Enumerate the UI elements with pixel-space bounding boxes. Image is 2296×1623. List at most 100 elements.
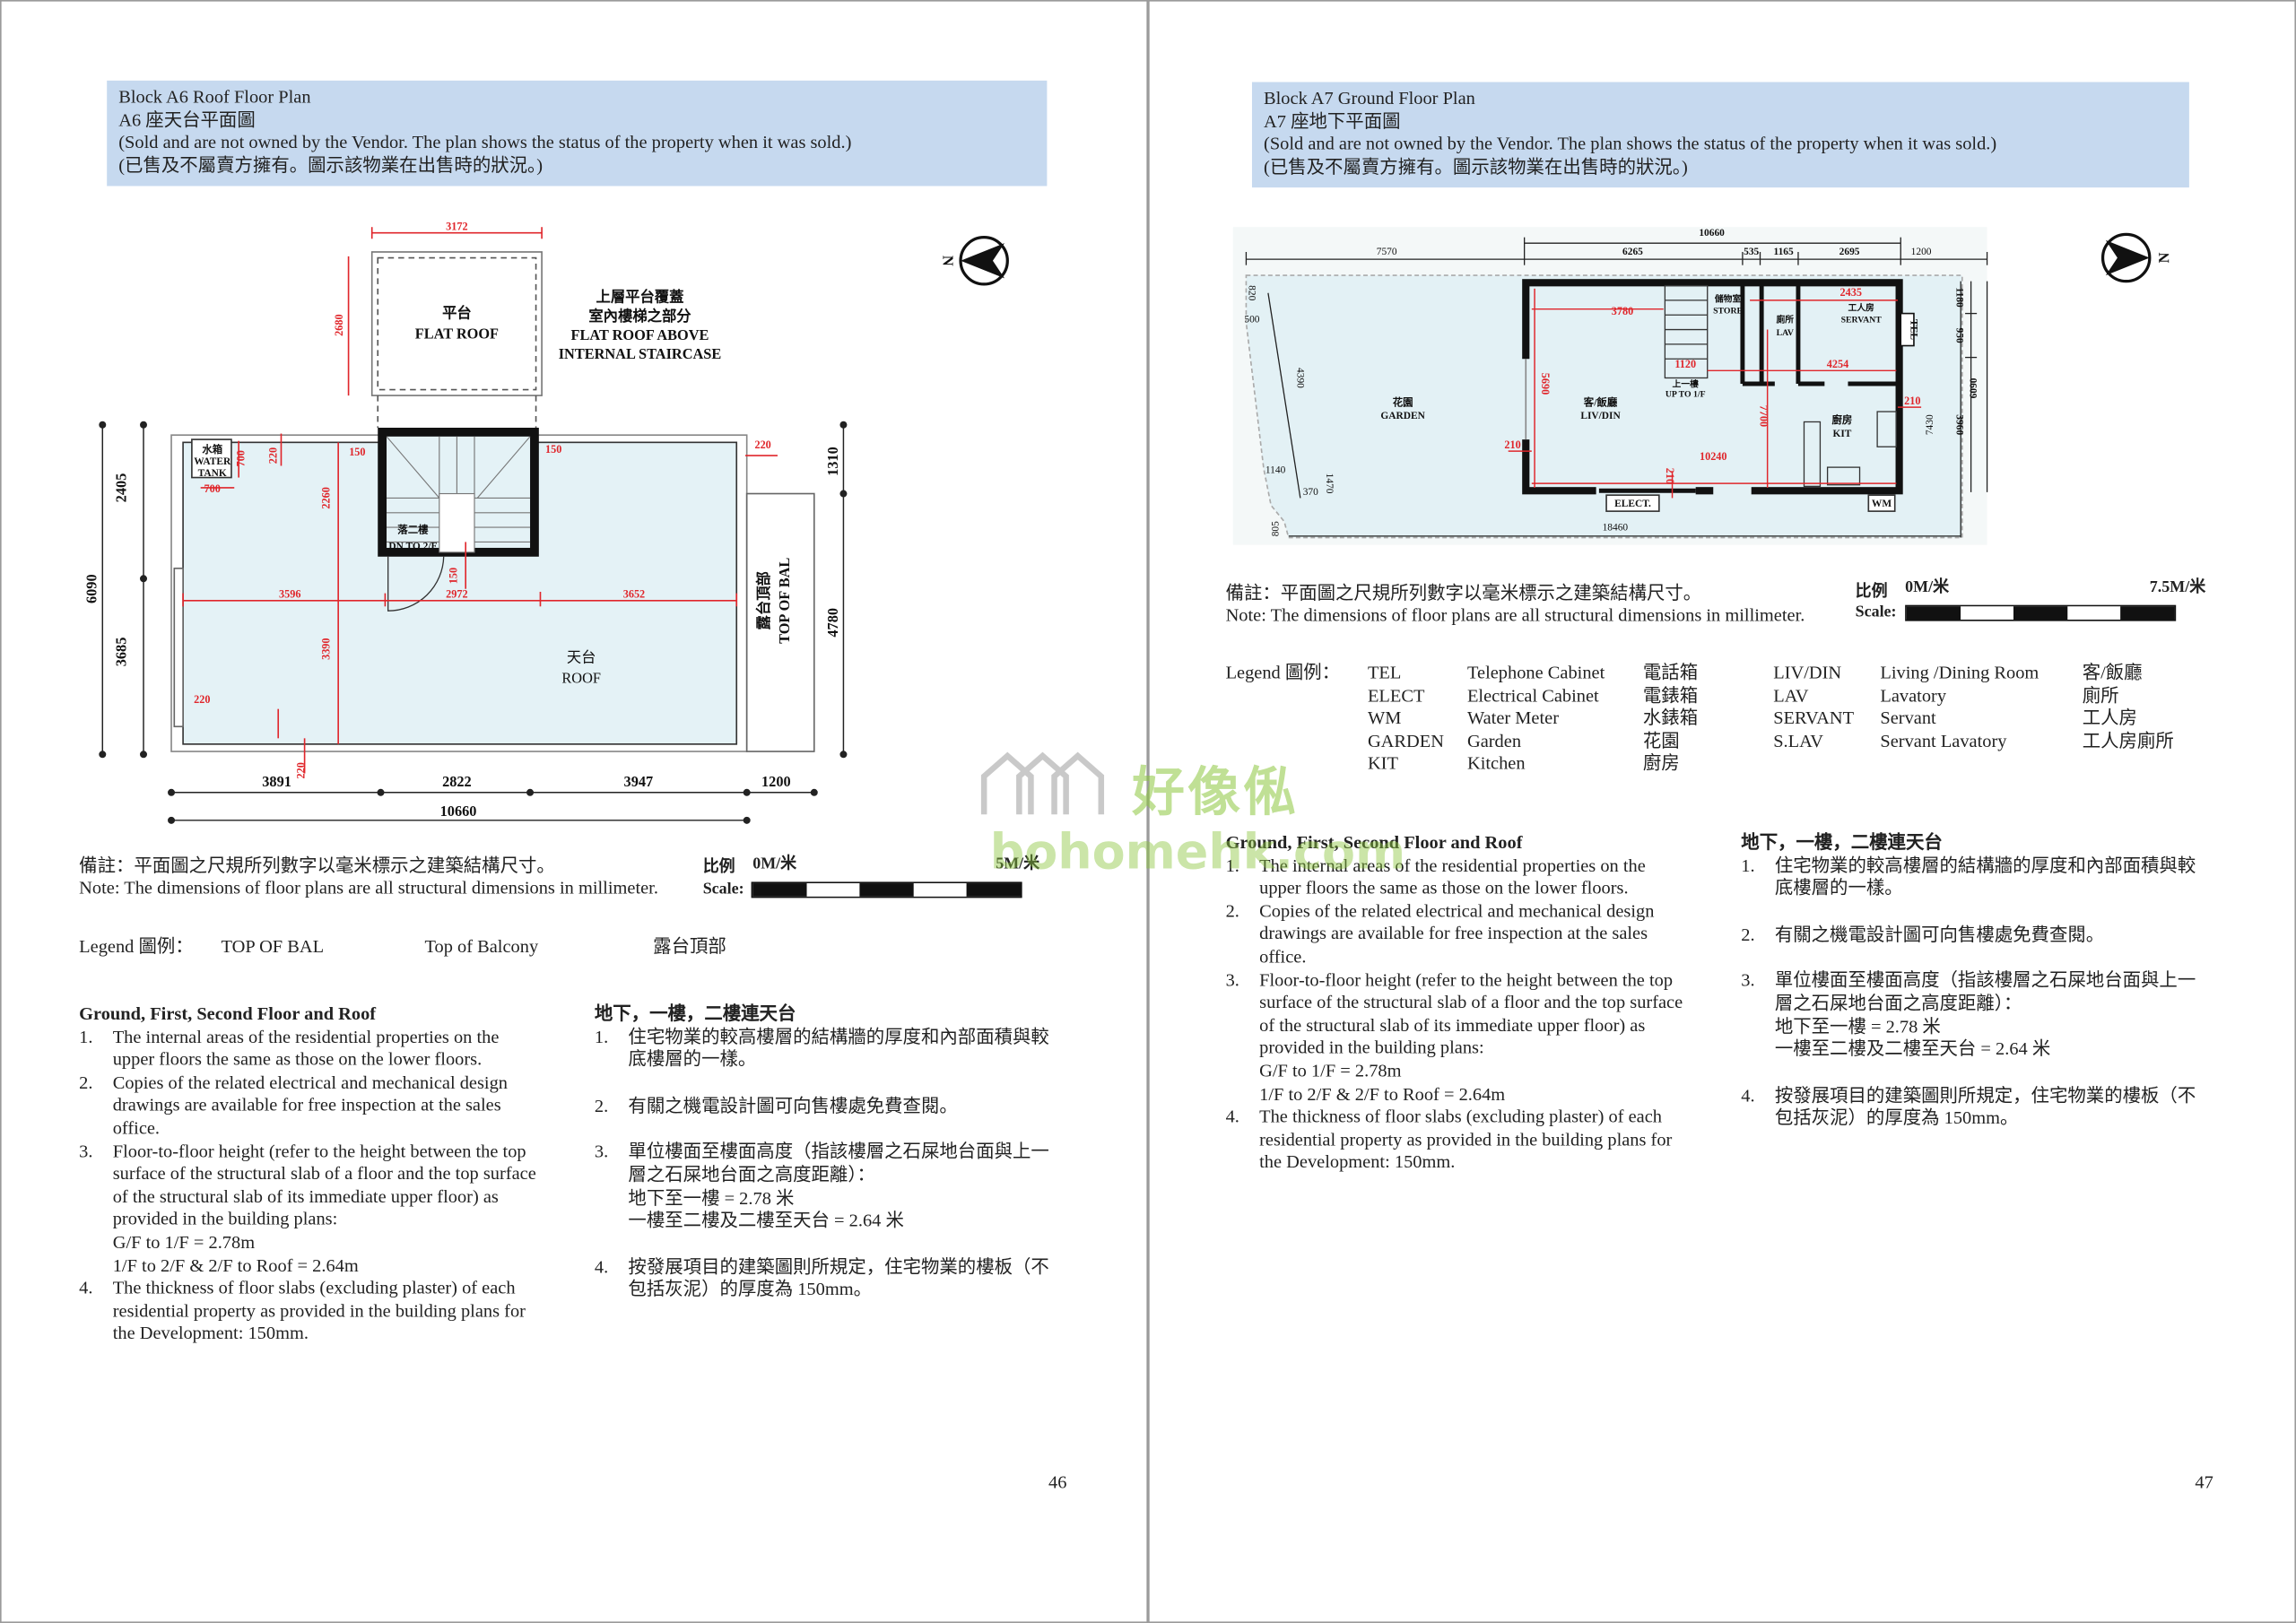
plan-line: [99, 421, 848, 824]
note-line: 單位樓面至樓面高度（指該樓層之石屎地台面與上一: [628, 1141, 1049, 1163]
plan-line: [1803, 421, 1822, 488]
plan-line: [961, 243, 1005, 279]
legend-code: TEL: [1367, 662, 1402, 683]
plan-line: [386, 436, 531, 553]
note-line: 有關之機電設計圖可向售樓處免費查閱。: [1774, 924, 2105, 945]
legend-zh: 水錶箱: [1642, 707, 1699, 728]
note-text: The internal areas of the residential pr…: [113, 1026, 500, 1072]
legend-en: Lavatory: [1880, 684, 1947, 706]
dimension-label: 1165: [1774, 247, 1794, 257]
note-line: surface of the structural slab of a floo…: [1259, 992, 1683, 1013]
note-number: 1.: [1225, 855, 1239, 876]
legend-en: Kitchen: [1466, 752, 1526, 774]
plan-line: [1826, 466, 1861, 486]
page-number: 46: [1048, 1471, 1067, 1493]
note-line: 層之石屎地台面之高度距離）：: [628, 1164, 875, 1185]
note-line: 住宅物業的較高樓層的結構牆的厚度和內部面積與較: [628, 1026, 1049, 1047]
dimension-label: 6265: [1622, 247, 1643, 257]
note-line: Copies of the related electrical and mec…: [112, 1072, 509, 1093]
scale-label-zh: 比例: [702, 858, 735, 876]
dimension-label: 10660: [1699, 228, 1725, 239]
note-line: 地下至一樓 = 2.78 米: [628, 1187, 795, 1209]
dimension-label: 1200: [761, 773, 791, 790]
scale-bar: [1905, 604, 2177, 621]
door-swing: [387, 556, 445, 612]
plan-line: [140, 751, 148, 759]
lav-label-en: LAV: [1777, 328, 1794, 338]
note-text: 住宅物業的較高樓層的結構牆的厚度和內部面積與較底樓層的一樣。: [1775, 855, 2196, 900]
plan-line: [810, 788, 818, 796]
plan-title-en: Block A6 Roof Floor Plan: [118, 86, 311, 108]
dimension-label: 150: [349, 446, 365, 458]
dimension-label: TANK: [198, 468, 227, 479]
dimension-label: 210: [1504, 438, 1520, 451]
note-line: surface of the structural slab of a floo…: [112, 1163, 536, 1185]
note-zh: 備註：平面圖之尺規所列數字以毫米標示之建築結構尺寸。: [79, 855, 555, 876]
note-zh: 備註：平面圖之尺規所列數字以毫米標示之建築結構尺寸。: [1225, 583, 1702, 604]
notes-heading: Ground, First, Second Floor and Roof: [1225, 831, 1523, 853]
note-number: 1.: [1741, 855, 1755, 876]
note-item: 4.The thickness of floor slabs (excludin…: [79, 1278, 562, 1346]
dimension-label: 6090: [1969, 378, 1979, 398]
dimension-label: 820: [1247, 285, 1257, 300]
legend-en: Water Meter: [1466, 707, 1560, 728]
legend-en: Servant: [1880, 707, 1936, 728]
note-number: 3.: [79, 1140, 93, 1161]
dimension-label: 6090: [83, 574, 100, 603]
dimension-label: 10660: [440, 803, 477, 820]
legend-code: S.LAV: [1773, 730, 1823, 751]
roof-label-en: ROOF: [561, 669, 601, 686]
note-number: 4.: [1741, 1085, 1755, 1106]
note-number: 3.: [1741, 970, 1755, 991]
note-en: Note: The dimensions of floor plans are …: [79, 877, 658, 898]
note-line: 一樓至二樓及二樓至天台 = 2.64 米: [628, 1210, 904, 1231]
note-item: 3.Floor-to-floor height (refer to the he…: [1226, 969, 1709, 1107]
dimension-label: 7430: [1925, 414, 1935, 435]
wm-label: WM: [1872, 499, 1892, 509]
scale-end: 5M/米: [996, 855, 1040, 873]
right-page-border: [1148, 0, 2296, 1623]
note-item: 1.住宅物業的較高樓層的結構牆的厚度和內部面積與較底樓層的一樣。: [595, 1026, 1078, 1072]
note-text: 單位樓面至樓面高度（指該樓層之石屎地台面與上一層之石屎地台面之高度距離）：地下至…: [628, 1141, 1048, 1233]
legend-zh: 花園: [1642, 730, 1680, 751]
plan-line: [99, 751, 107, 759]
dimension-label: 1180: [1953, 288, 1964, 308]
note-number: 2.: [1741, 924, 1755, 945]
note-line: residential property as provided in the …: [1259, 1129, 1673, 1150]
note-line: 底樓層的一樣。: [628, 1048, 757, 1070]
dimension-label: 1200: [1911, 247, 1932, 257]
dimension-label: WATER: [194, 456, 231, 467]
legend-en: Servant Lavatory: [1880, 730, 2007, 751]
bal-label-zh: 露台頂部: [755, 571, 772, 629]
note-line: of the structural slab of its immediate …: [1259, 1014, 1646, 1036]
note-item: 3.單位樓面至樓面高度（指該樓層之石屎地台面與上一層之石屎地台面之高度距離）：地…: [1741, 970, 2224, 1062]
legend-en: Telephone Cabinet: [1466, 662, 1605, 683]
legend-code: WM: [1367, 707, 1402, 728]
note-item: 1.The internal areas of the residential …: [79, 1026, 562, 1072]
dimension-label: 2695: [1839, 247, 1860, 257]
top-of-balcony-area: [745, 492, 815, 752]
flat-roof-above-zh-1: 上層平台覆蓋: [596, 289, 684, 306]
plan-line: [743, 788, 751, 796]
note-text: The internal areas of the residential pr…: [1259, 855, 1646, 900]
note-line: 按發展項目的建築圖則所規定，住宅物業的樓板（不: [628, 1256, 1049, 1278]
scale-label-en: Scale:: [1855, 603, 1897, 621]
dimension-label: 2972: [446, 588, 467, 601]
dimension-label: 220: [754, 438, 770, 451]
garden-label-en: GARDEN: [1380, 411, 1425, 421]
legend-label: Legend 圖例：: [79, 935, 194, 957]
dimension-label: 500: [1244, 314, 1259, 325]
note-line: The thickness of floor slabs (excluding …: [1259, 1106, 1662, 1127]
flat-roof-outline: [370, 251, 543, 396]
dimension-label: 700: [204, 482, 221, 495]
note-line: drawings are available for free inspecti…: [112, 1094, 501, 1115]
sold-status-en: (Sold and are not owned by the Vendor. T…: [118, 132, 852, 152]
note-line: 地下至一樓 = 2.78 米: [1774, 1016, 1941, 1037]
plan-line: [173, 568, 184, 728]
up-label-zh: 上一樓: [1673, 378, 1700, 389]
scale-bar: [751, 881, 1022, 898]
plan-line: [839, 490, 848, 498]
plan-line: [182, 433, 778, 774]
note-line: 一樓至二樓及二樓至天台 = 2.64 米: [1774, 1038, 2051, 1060]
